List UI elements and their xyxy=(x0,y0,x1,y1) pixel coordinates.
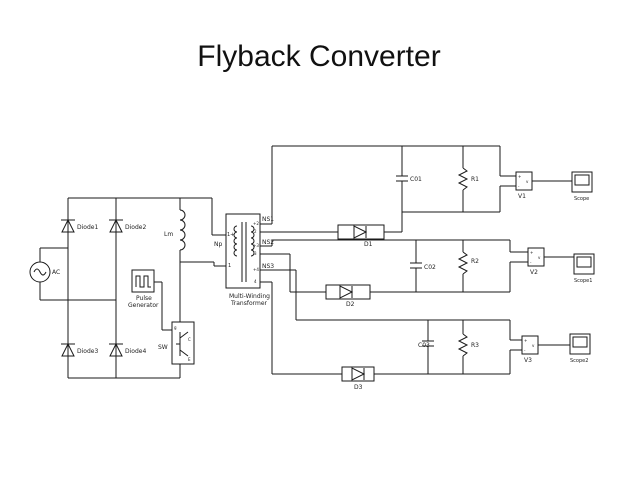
d1-label: D1 xyxy=(364,241,373,248)
v3-out-port: v xyxy=(532,343,535,348)
v3-minus-port: - xyxy=(524,348,526,353)
d3-label: D3 xyxy=(354,384,363,391)
r3-label: R3 xyxy=(471,342,479,349)
ac-label: AC xyxy=(52,269,60,276)
diode-d1 xyxy=(337,224,385,240)
transformer-port-3: 3 xyxy=(254,251,257,256)
bridge-wiring xyxy=(39,197,212,379)
v1-plus-port: + xyxy=(518,174,521,179)
transformer-port-2: 2 xyxy=(254,229,257,234)
diode1-label: Diode1 xyxy=(77,224,98,231)
scope2-label: Scope2 xyxy=(570,358,588,364)
diode-1 xyxy=(61,218,75,233)
d2-label: D2 xyxy=(346,301,355,308)
scope1-label: Scope1 xyxy=(574,278,592,284)
diode3-label: Diode3 xyxy=(77,348,98,355)
capacitor-c02 xyxy=(410,240,422,292)
capacitor-c01 xyxy=(396,146,408,212)
diode-4 xyxy=(109,342,123,357)
lm-label: Lm xyxy=(164,231,173,238)
secondary-3-wiring xyxy=(260,269,570,375)
sw-collector-port: C xyxy=(188,337,191,342)
scope-icon xyxy=(571,171,593,193)
v3-label: V3 xyxy=(524,357,532,364)
c02-label: C02 xyxy=(424,264,436,271)
c03-label: C03 xyxy=(418,342,430,349)
scope1-icon xyxy=(573,253,595,275)
switch-block xyxy=(171,321,195,365)
v3-plus-port: + xyxy=(524,338,527,343)
transformer-port-plus3: +3 xyxy=(253,243,259,248)
np-label: Np xyxy=(214,241,222,248)
diode-d3 xyxy=(341,366,375,382)
voltmeter-v1 xyxy=(515,171,533,191)
secondary-1-wiring xyxy=(260,145,572,233)
v1-minus-port: - xyxy=(518,184,520,189)
ns2-label: NS2 xyxy=(262,239,274,246)
transformer-port-4: 4 xyxy=(254,279,257,284)
transformer-label-line1: Multi-Winding xyxy=(229,293,270,300)
transformer-port-plus2: +2 xyxy=(253,221,259,226)
sw-gate-port: g xyxy=(174,325,177,330)
v2-out-port: v xyxy=(538,255,541,260)
diode-2 xyxy=(109,218,123,233)
v1-label: V1 xyxy=(518,193,526,200)
pulse-label-line1: Pulse xyxy=(136,295,152,302)
diode-d2 xyxy=(325,284,371,300)
transformer-port-1: 1 xyxy=(228,263,231,269)
voltmeter-v3 xyxy=(521,335,539,355)
inductor-lm xyxy=(179,198,226,322)
transformer-port-plus4: +4 xyxy=(253,267,259,272)
capacitor-c03 xyxy=(422,320,434,374)
v1-out-port: v xyxy=(526,179,529,184)
scope2-icon xyxy=(569,333,591,355)
scope-label: Scope xyxy=(574,196,589,202)
pulse-generator xyxy=(131,269,172,331)
r2-label: R2 xyxy=(471,258,479,265)
c01-label: C01 xyxy=(410,176,422,183)
resistor-r3 xyxy=(457,320,469,374)
diode-3 xyxy=(61,342,75,357)
resistor-r2 xyxy=(457,240,469,292)
ns1-label: NS1 xyxy=(262,216,274,223)
resistor-r1 xyxy=(457,146,469,212)
r1-label: R1 xyxy=(471,176,479,183)
transformer-label-line2: Transformer xyxy=(230,300,268,307)
v2-label: V2 xyxy=(530,269,538,276)
secondary-2-wiring xyxy=(260,239,575,293)
transformer-port-1plus: 1+ xyxy=(227,232,234,238)
v2-plus-port: + xyxy=(530,250,533,255)
v2-minus-port: - xyxy=(530,260,532,265)
ac-source-icon xyxy=(29,261,51,283)
multi-winding-transformer xyxy=(225,213,261,289)
ns3-label: NS3 xyxy=(262,263,274,270)
slide-title: Flyback Converter xyxy=(197,40,441,73)
pulse-label-line2: Generator xyxy=(128,302,159,309)
sw-label: SW xyxy=(158,344,168,351)
diode2-label: Diode2 xyxy=(125,224,146,231)
diode4-label: Diode4 xyxy=(125,348,146,355)
sw-emitter-port: E xyxy=(188,357,191,362)
voltmeter-v2 xyxy=(527,247,545,267)
